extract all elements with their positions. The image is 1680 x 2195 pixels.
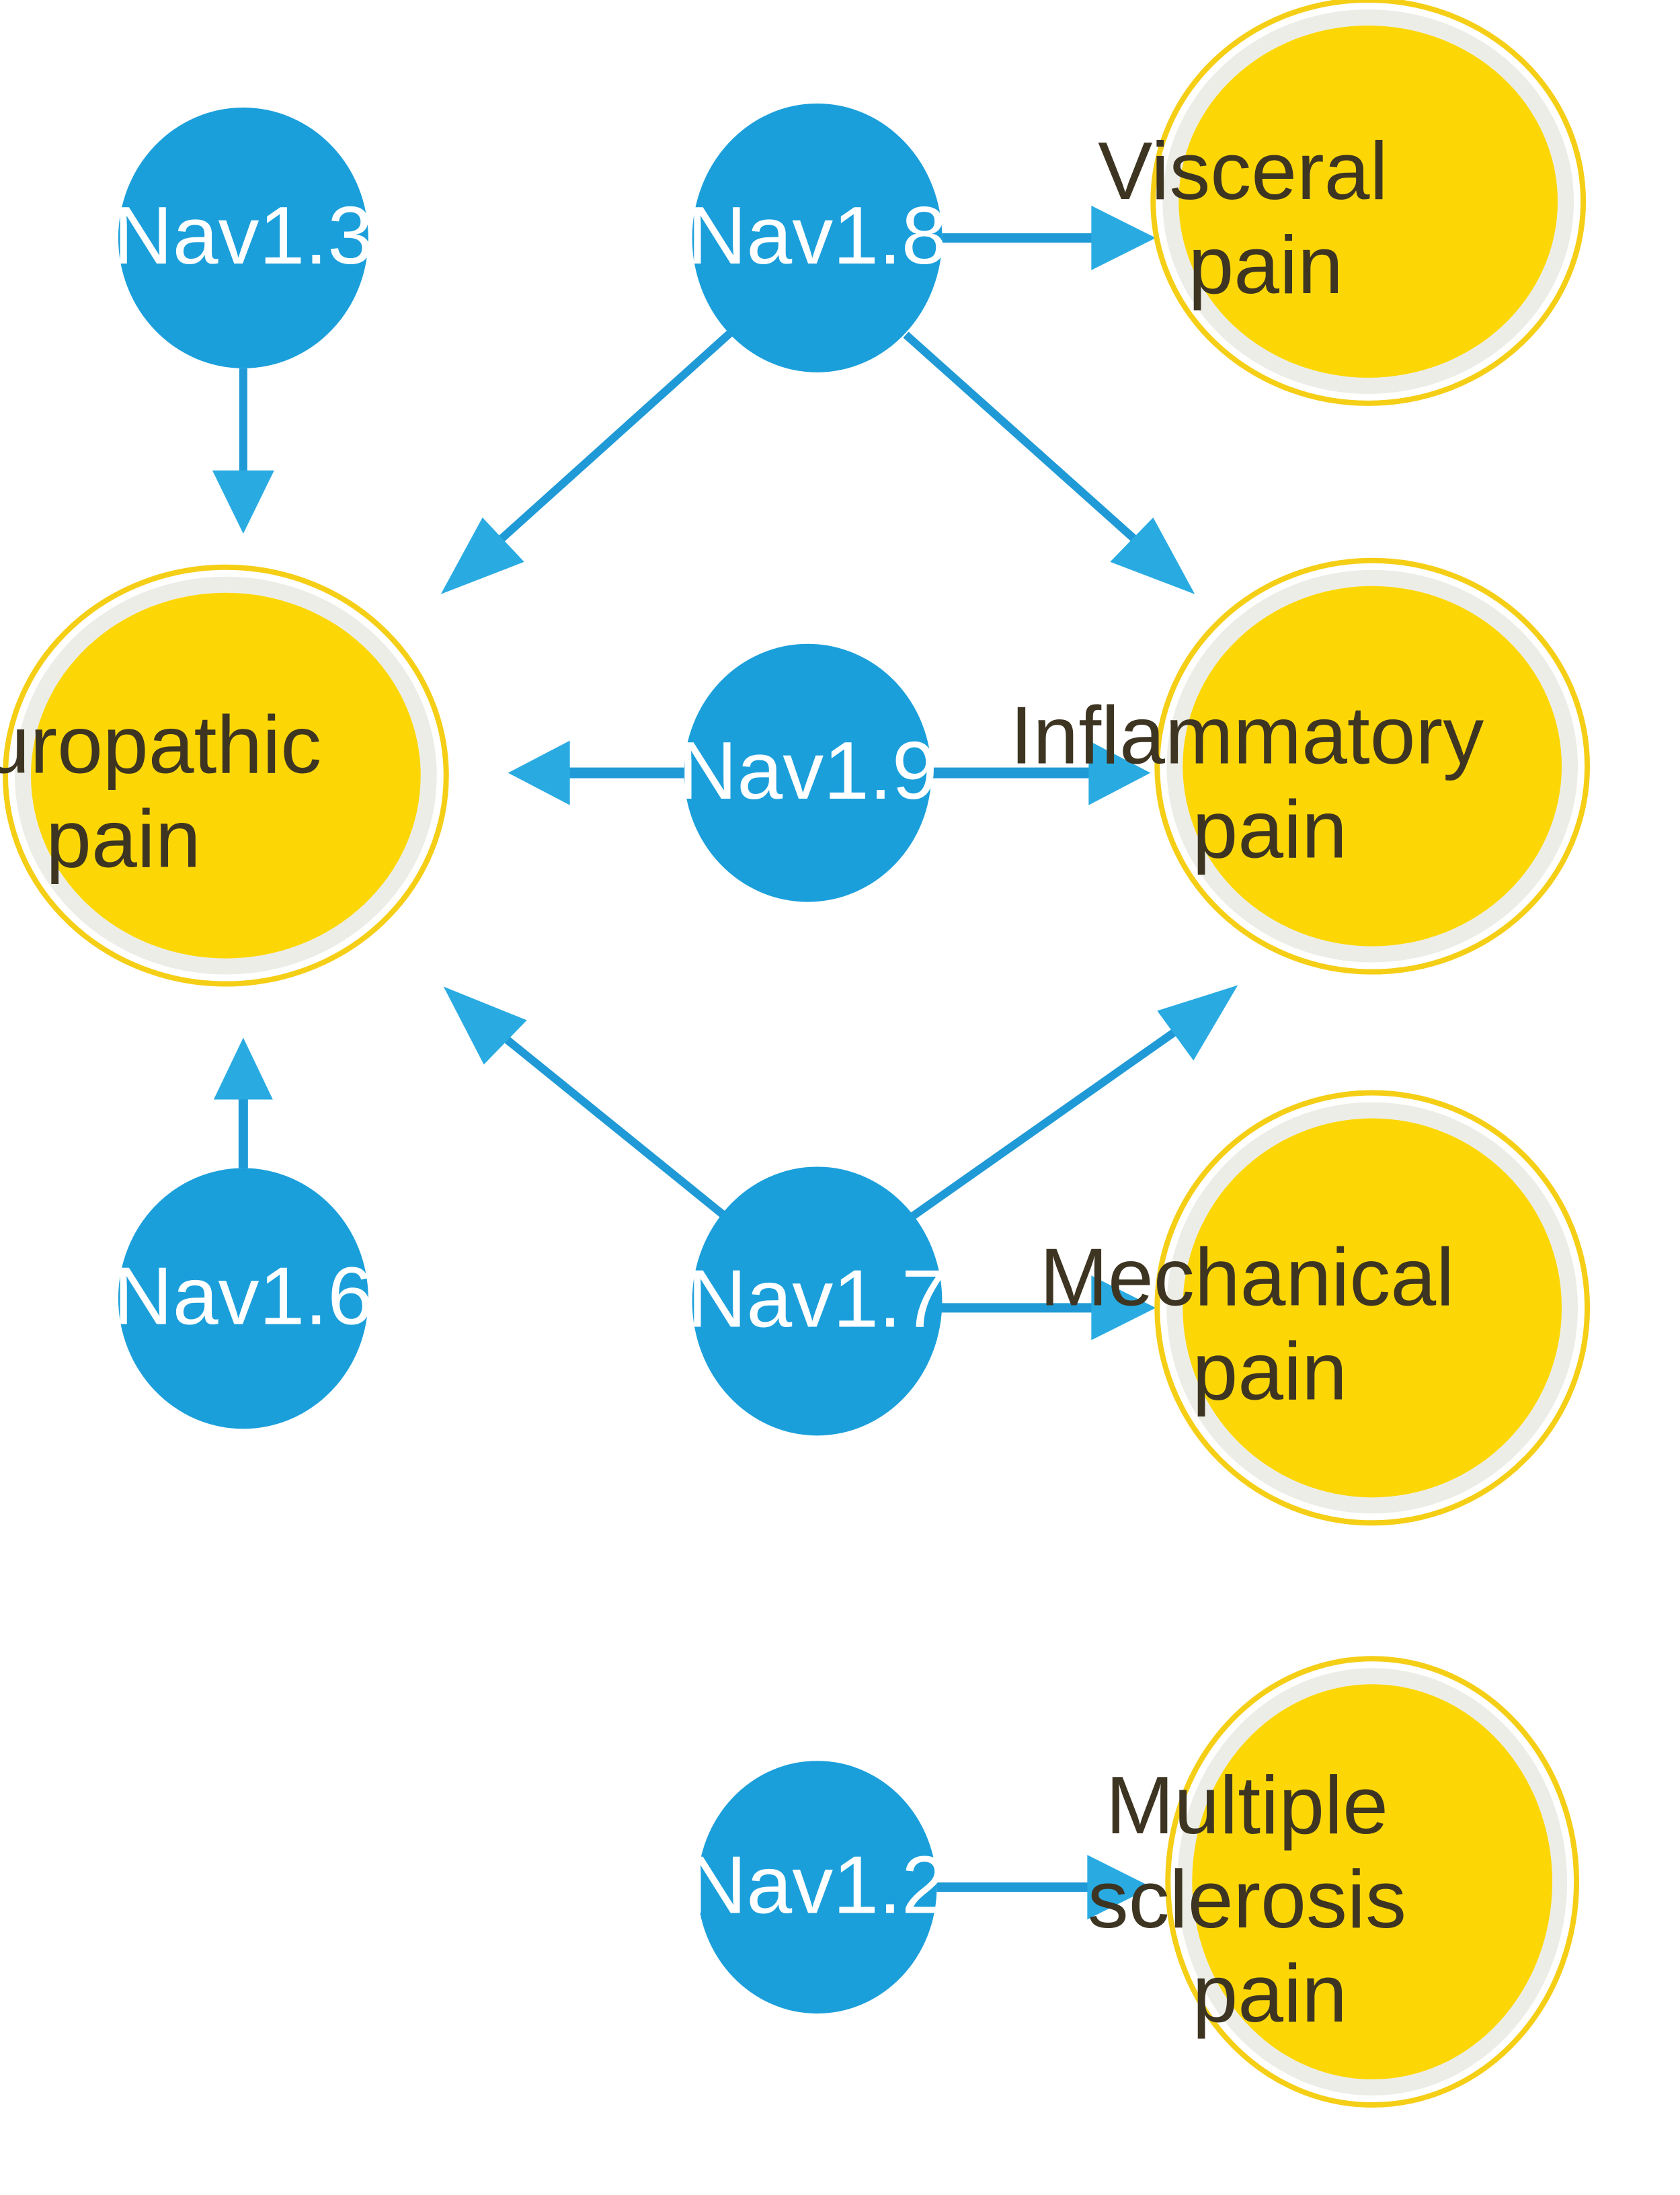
channel-node-layer: Nav1.3 Nav1.8 Nav1.9 Nav1.6 Nav1.7 Nav1. <box>114 103 947 2014</box>
channel-node-nav12[interactable]: Nav1.2 <box>687 1761 947 2014</box>
channel-label-nav16: Nav1.6 <box>114 1250 373 1342</box>
channel-label-nav17: Nav1.7 <box>687 1253 947 1345</box>
pain-fill <box>1183 1118 1562 1498</box>
edge-nav13-to-neuropathic <box>212 368 274 534</box>
edge-nav18-to-visceral <box>942 205 1156 270</box>
channel-fill <box>118 1168 368 1429</box>
edge-nav17-to-mechanical <box>941 1275 1156 1341</box>
pain-label-neuropathic: Neuropathic pain <box>0 699 572 885</box>
pain-node-neuropathic[interactable]: Neuropathic pain <box>0 564 572 987</box>
edge-layer <box>212 205 1238 1920</box>
pain-node-visceral[interactable]: Visceral pain <box>1098 0 1638 406</box>
channel-fill <box>692 103 943 372</box>
pain-node-mechanical[interactable]: Mechanical pain <box>1039 1090 1680 1526</box>
channel-node-nav17[interactable]: Nav1.7 <box>687 1166 947 1436</box>
channel-label-nav13: Nav1.3 <box>114 190 373 281</box>
edge-nav18-to-neuropathic <box>440 330 733 594</box>
pain-node-multiple-sclerosis[interactable]: Multiple sclerosis pain <box>1088 1656 1657 2108</box>
pain-label-multiple-sclerosis: Multiple sclerosis pain <box>1088 1759 1657 2039</box>
pain-fill <box>30 592 421 959</box>
channel-fill <box>692 1166 943 1436</box>
edge-nav17-to-inflammatory <box>893 985 1238 1232</box>
pain-label-inflammatory: Inflammatory pain <box>1010 690 1680 875</box>
channel-node-nav16[interactable]: Nav1.6 <box>114 1168 373 1429</box>
channel-node-nav13[interactable]: Nav1.3 <box>114 107 373 368</box>
channel-label-nav19: Nav1.9 <box>678 725 937 816</box>
channel-fill <box>697 1761 937 2014</box>
pain-node-inflammatory[interactable]: Inflammatory pain <box>1010 557 1680 975</box>
edge-nav18-to-inflammatory <box>903 331 1195 594</box>
channel-node-nav18[interactable]: Nav1.8 <box>687 103 947 372</box>
pain-fill <box>1178 25 1558 378</box>
edge-nav19-to-inflammatory <box>931 740 1151 805</box>
edge-nav16-to-neuropathic <box>213 1037 273 1168</box>
channel-fill <box>118 107 368 368</box>
channel-fill <box>684 643 932 902</box>
channel-node-nav19[interactable]: Nav1.9 <box>678 643 938 902</box>
channel-label-nav12: Nav1.2 <box>687 1839 947 1930</box>
pain-label-mechanical: Mechanical pain <box>1039 1232 1680 1417</box>
pain-fill <box>1183 586 1562 947</box>
edge-nav19-to-neuropathic <box>508 740 684 805</box>
pain-fill <box>1192 1684 1553 2080</box>
edge-nav17-to-neuropathic <box>443 986 745 1234</box>
channel-label-nav18: Nav1.8 <box>687 190 947 281</box>
pain-node-layer: Visceral pain Neuropathic pain <box>0 0 1680 2108</box>
edge-nav12-to-ms <box>936 1855 1152 1920</box>
pain-label-visceral: Visceral pain <box>1098 125 1638 311</box>
